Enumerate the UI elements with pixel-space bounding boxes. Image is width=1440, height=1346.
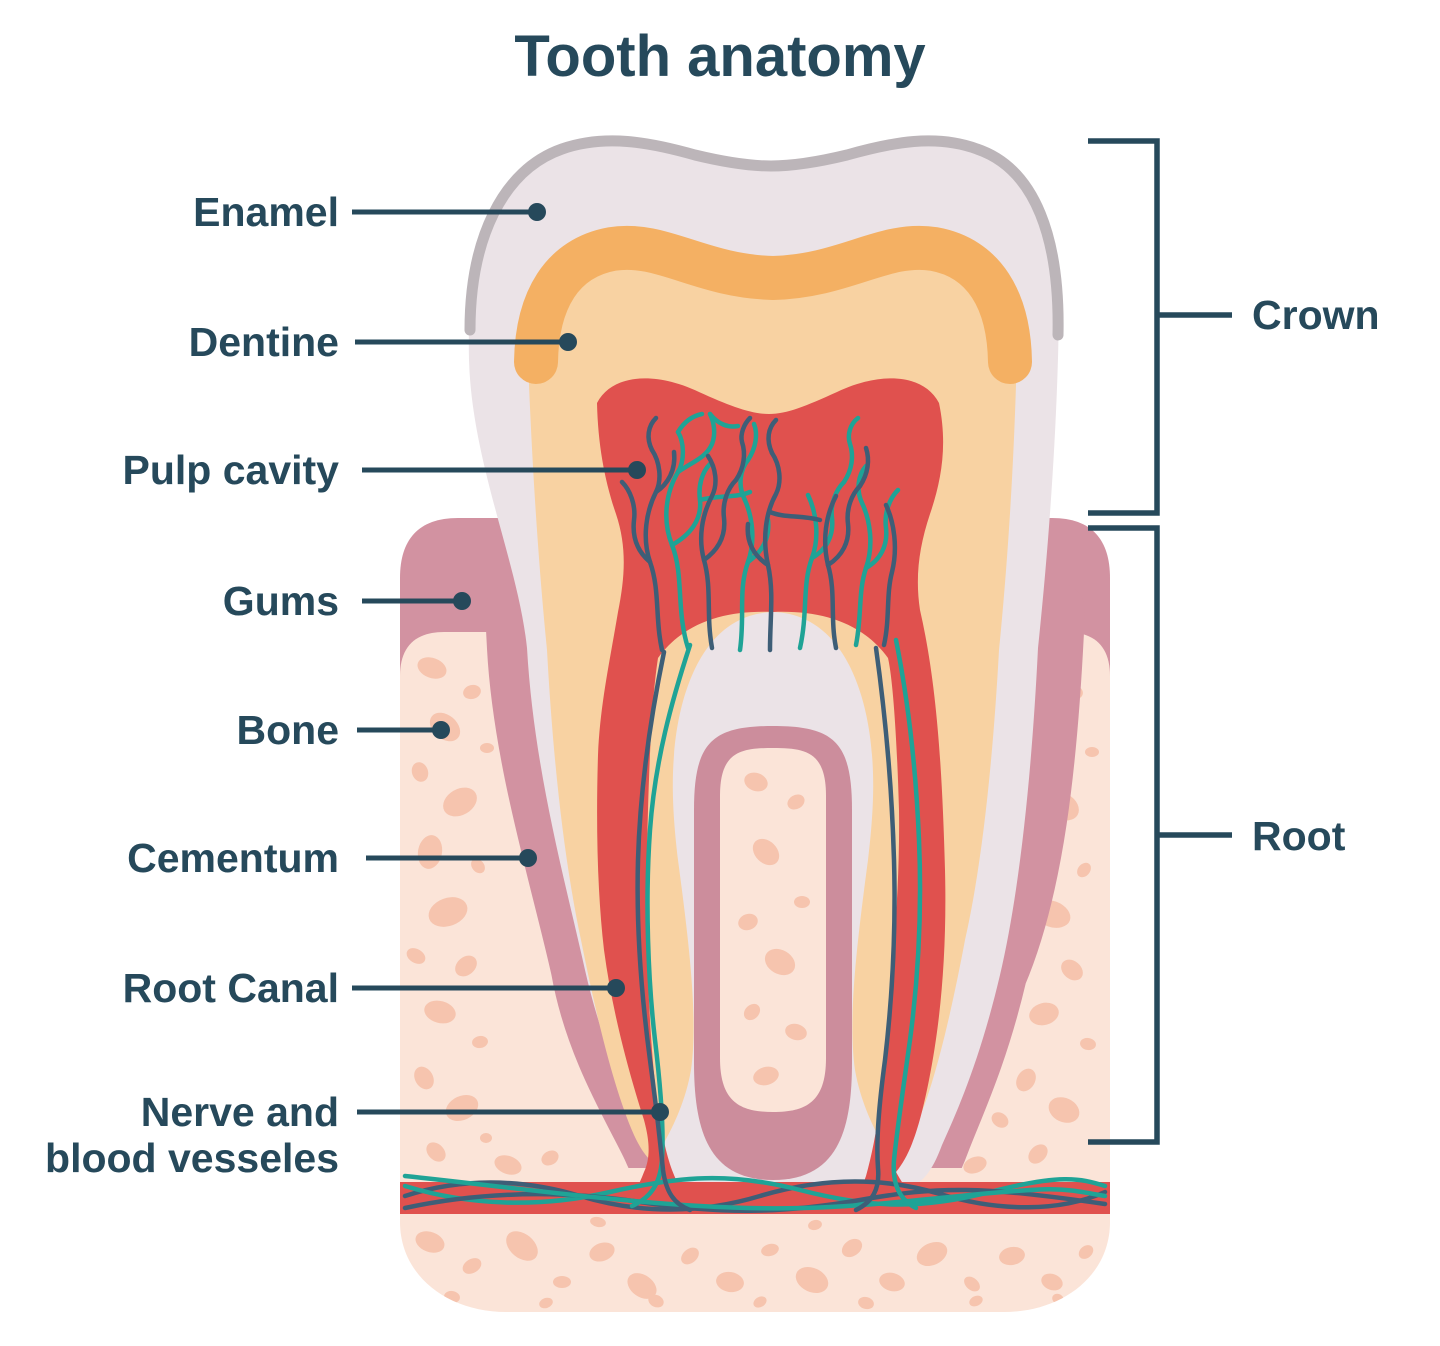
- label-bone: Bone: [237, 707, 340, 753]
- pulp-nerves-slate: [619, 415, 898, 653]
- interdental-bone-spots: [738, 772, 810, 1086]
- page-title: Tooth anatomy: [514, 24, 925, 89]
- label-root-canal: Root Canal: [123, 965, 339, 1011]
- pulp-nerves-teal: [664, 411, 901, 653]
- root-bracket: [1088, 525, 1232, 1145]
- label-nerve-line2: blood vesseles: [45, 1135, 339, 1181]
- enamel-top-edge: [464, 135, 1064, 341]
- root-canal-nerves: [629, 637, 923, 1213]
- label-gums: Gums: [223, 578, 339, 624]
- label-cementum: Cementum: [127, 835, 339, 881]
- pulp-cavity-region: [597, 378, 946, 1214]
- label-crown: Crown: [1252, 292, 1380, 338]
- leader-lines: [352, 203, 669, 1121]
- crown-bracket: [1088, 138, 1232, 516]
- label-pulp-cavity: Pulp cavity: [123, 447, 340, 493]
- label-dentine: Dentine: [189, 319, 339, 365]
- label-enamel: Enamel: [193, 189, 339, 235]
- dentine-dark-band: [514, 225, 1032, 384]
- label-root: Root: [1252, 813, 1346, 859]
- crown-root-brackets: [1088, 138, 1232, 1145]
- vessel-band-nerves: [402, 1173, 1108, 1214]
- interdental-bone: [720, 748, 826, 1112]
- label-nerve-line1: Nerve and: [141, 1089, 339, 1135]
